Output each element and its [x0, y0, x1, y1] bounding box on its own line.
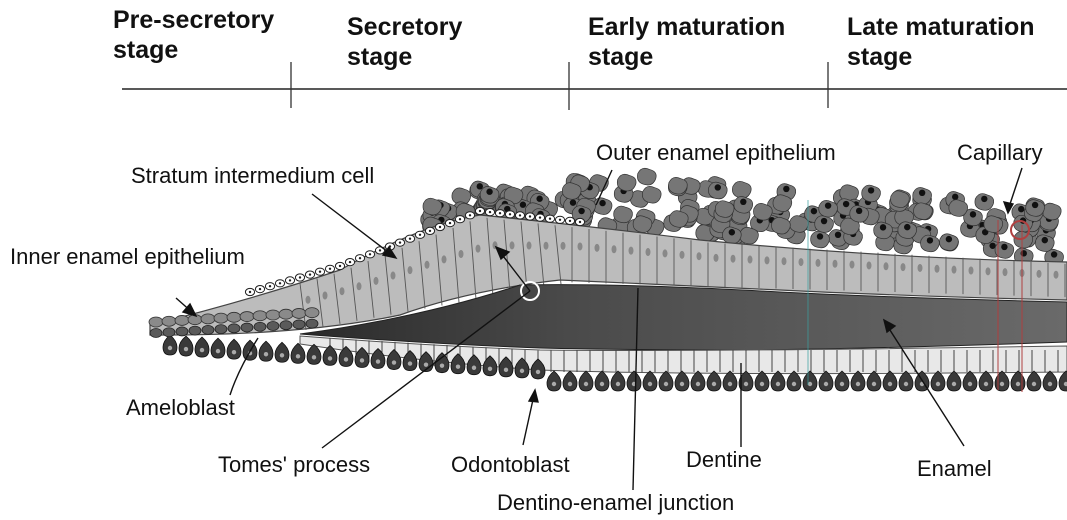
stage-pre-secretory: Pre-secretory stage [113, 5, 274, 65]
stage-early-maturation-line2: stage [588, 42, 785, 72]
stage-early-maturation: Early maturation stage [588, 12, 785, 72]
label-outer-enamel-epithelium: Outer enamel epithelium [596, 140, 836, 166]
inner-enamel-epithelium-cells [149, 308, 319, 338]
label-capillary: Capillary [957, 140, 1043, 166]
stage-pre-secretory-line2: stage [113, 35, 274, 65]
leader-odontoblast [523, 395, 534, 445]
stage-secretory: Secretory stage [347, 12, 462, 72]
stage-pre-secretory-line1: Pre-secretory [113, 5, 274, 35]
label-dentine: Dentine [686, 447, 762, 473]
stage-late-maturation-line2: stage [847, 42, 1035, 72]
stage-early-maturation-line1: Early maturation [588, 12, 785, 42]
label-inner-enamel-epithelium: Inner enamel epithelium [10, 244, 245, 270]
label-enamel: Enamel [917, 456, 992, 482]
label-tomes-process: Tomes' process [218, 452, 370, 478]
stage-late-maturation: Late maturation stage [847, 12, 1035, 72]
stage-secretory-line2: stage [347, 42, 462, 72]
label-ameloblast: Ameloblast [126, 395, 235, 421]
stage-late-maturation-line1: Late maturation [847, 12, 1035, 42]
stage-secretory-line1: Secretory [347, 12, 462, 42]
label-stratum-intermedium-cell: Stratum intermedium cell [131, 163, 374, 189]
label-dentino-enamel-junction: Dentino-enamel junction [497, 490, 734, 516]
label-odontoblast: Odontoblast [451, 452, 570, 478]
leader-stratum [312, 194, 392, 255]
